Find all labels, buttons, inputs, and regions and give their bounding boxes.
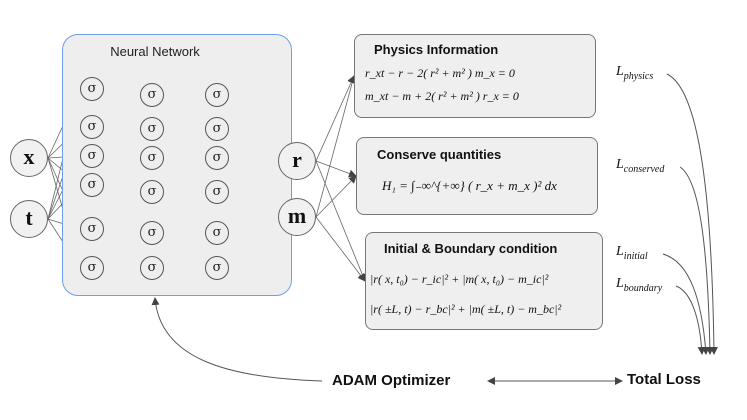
hidden-node: σ (140, 180, 164, 204)
input-t-node: t (10, 200, 48, 238)
output-to-panel-edge (315, 216, 366, 282)
hidden-node: σ (140, 256, 164, 280)
output-r-node: r (278, 142, 316, 180)
boundary-condition-equation: |r( ±L, t) − r_bc|² + |m( ±L, t) − m_bc|… (370, 302, 562, 316)
neural-network-box (62, 34, 292, 296)
hidden-node: σ (140, 146, 164, 170)
hidden-node: σ (80, 144, 104, 168)
physics-panel (354, 34, 596, 118)
conserve-equation: H₁ = ∫₋∞^{+∞} ( r_x + m_x )² dx (382, 178, 557, 193)
initial-loss-curve (662, 253, 710, 355)
boundary-panel (365, 232, 603, 330)
hidden-node: σ (80, 173, 104, 197)
conserve-panel (356, 137, 598, 215)
output-edges (315, 75, 367, 282)
physics-panel-title: Physics Information (374, 42, 499, 57)
initial-condition-equation: |r( x, t₀) − r_ic|² + |m( x, t₀) − m_ic|… (370, 272, 549, 286)
adam-optimizer-label: ADAM Optimizer (332, 372, 451, 389)
hidden-node: σ (140, 83, 164, 107)
optimizer-feedback-curve (151, 297, 323, 382)
hidden-node: σ (80, 115, 104, 139)
physics-equation-1: r_xt − r − 2( r² + m² ) m_x = 0 (365, 66, 515, 80)
hidden-node: σ (205, 221, 229, 245)
output-to-panel-edge (315, 160, 367, 282)
hidden-node: σ (205, 117, 229, 141)
hidden-node: σ (80, 217, 104, 241)
hidden-node: σ (205, 146, 229, 170)
physics-loss-curve (666, 73, 718, 355)
hidden-node: σ (140, 117, 164, 141)
neural-network-title: Neural Network (110, 44, 200, 59)
hidden-node: σ (205, 256, 229, 280)
output-to-panel-edge (315, 175, 357, 218)
hidden-node: σ (205, 83, 229, 107)
boundary-loss-curve (675, 285, 706, 355)
output-to-panel-edge (315, 160, 357, 178)
loss-initial-label: Linitial (616, 244, 648, 262)
output-m-node: m (278, 198, 316, 236)
hidden-node: σ (80, 256, 104, 280)
hidden-node: σ (205, 180, 229, 204)
conserve-panel-title: Conserve quantities (377, 147, 502, 162)
output-to-panel-edge (315, 75, 355, 162)
hidden-node: σ (80, 77, 104, 101)
boundary-panel-title: Initial & Boundary condition (384, 241, 558, 256)
input-x-node: x (10, 139, 48, 177)
loss-conserved-label: Lconserved (616, 157, 665, 175)
loss-boundary-label: Lboundary (616, 276, 663, 294)
total-loss-label: Total Loss (627, 371, 701, 388)
loss-physics-label: Lphysics (616, 64, 654, 82)
output-to-panel-edge (315, 75, 357, 218)
hidden-node: σ (140, 221, 164, 245)
conserved-loss-curve (679, 166, 714, 355)
physics-equation-2: m_xt − m + 2( r² + m² ) r_x = 0 (365, 89, 519, 103)
